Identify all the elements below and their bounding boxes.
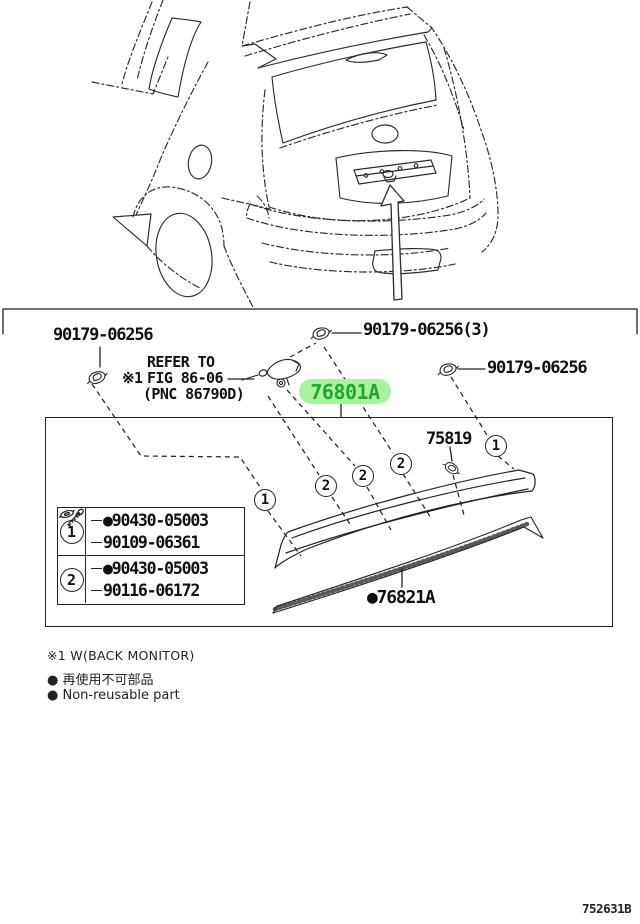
part-label-75819: 75819: [426, 429, 472, 449]
fastener-entry: ●90430-05003: [58, 509, 244, 532]
fastener-part-number: 90116-06172: [103, 581, 200, 601]
note-non-reusable-en: ● Non-reusable part: [47, 688, 180, 703]
callout-1: 1: [254, 489, 276, 511]
fastener-entry: ●90430-05003: [58, 509, 244, 580]
table-row: 2 ●90430-05003: [58, 508, 244, 603]
leader-dash: [91, 590, 102, 592]
tailgate-garnish-with-camera: [353, 159, 437, 185]
clip-icon: [308, 325, 334, 342]
exploded-view-art: [2, 308, 638, 614]
screw-with-washer-icon: [66, 508, 84, 526]
callout-2: 2: [352, 465, 374, 487]
bumper-pocket: [372, 248, 442, 275]
spoiler-garnish-part: [274, 469, 536, 569]
note-non-reusable-jp: ● 再使用不可部品: [47, 673, 154, 688]
clip-icon: [84, 368, 110, 387]
assembly-dashed-leaders: [91, 342, 515, 557]
note-back-monitor: ※1 W(BACK MONITOR): [47, 648, 195, 663]
grommet-icon: [58, 509, 75, 519]
row-index-badge: 2: [59, 567, 84, 592]
refer-to-line1: REFER TO: [147, 353, 215, 371]
fastener-entry: 90109-06361: [67, 508, 244, 554]
exploded-view-frame: [45, 417, 613, 627]
fastener-part-number: 90109-06361: [103, 533, 200, 553]
callout-2: 2: [390, 453, 412, 475]
callout-1: 1: [485, 435, 507, 457]
emblem: [371, 124, 399, 144]
highlighted-part-label: 76801A: [310, 379, 380, 404]
fastener-part-number: ●90430-05003: [103, 511, 209, 531]
part-label-90179-06256-x3: 90179-06256(3): [363, 320, 491, 340]
highlighted-part-76801A[interactable]: 76801A: [299, 379, 391, 404]
leader-dash: [91, 520, 102, 522]
rear-wheel: [155, 212, 213, 298]
fuel-lid: [187, 144, 213, 180]
license-recess: [335, 150, 453, 204]
part-label-76821A: ●76821A: [367, 587, 436, 608]
pointer-arrow: [380, 184, 405, 301]
car-body-outline: [91, 0, 499, 308]
camera-bracket-part: [241, 358, 301, 388]
reference-marker: ※1: [122, 369, 143, 387]
clip-icon: [441, 458, 463, 479]
refer-to-line3: (PNC 86790D): [143, 385, 245, 403]
fastener-table: 1 ●90430-05003: [57, 507, 245, 605]
leader-dash: [91, 542, 102, 544]
figure-code: 752631B: [582, 901, 632, 916]
callout-2: 2: [315, 475, 337, 497]
rocker-point: [112, 213, 152, 247]
clip-icon: [435, 361, 461, 378]
leader-lines: [99, 332, 486, 588]
quarter-glass: [148, 17, 202, 98]
fastener-part-number: ●90430-05003: [103, 559, 209, 579]
refer-to-line2: FIG 86-06: [147, 369, 223, 387]
fastener-entry: 90116-06172: [66, 508, 244, 602]
rear-window: [271, 41, 437, 144]
part-label-90179-06256-left: 90179-06256: [53, 325, 154, 345]
leader-dash: [91, 568, 102, 570]
protector-strip-part: [272, 516, 544, 614]
table-row: 1 ●90430-05003: [58, 508, 244, 556]
part-label-90179-06256-right: 90179-06256: [487, 358, 588, 378]
car-rear-illustration: [91, 0, 499, 308]
section-bracket: [2, 308, 638, 335]
